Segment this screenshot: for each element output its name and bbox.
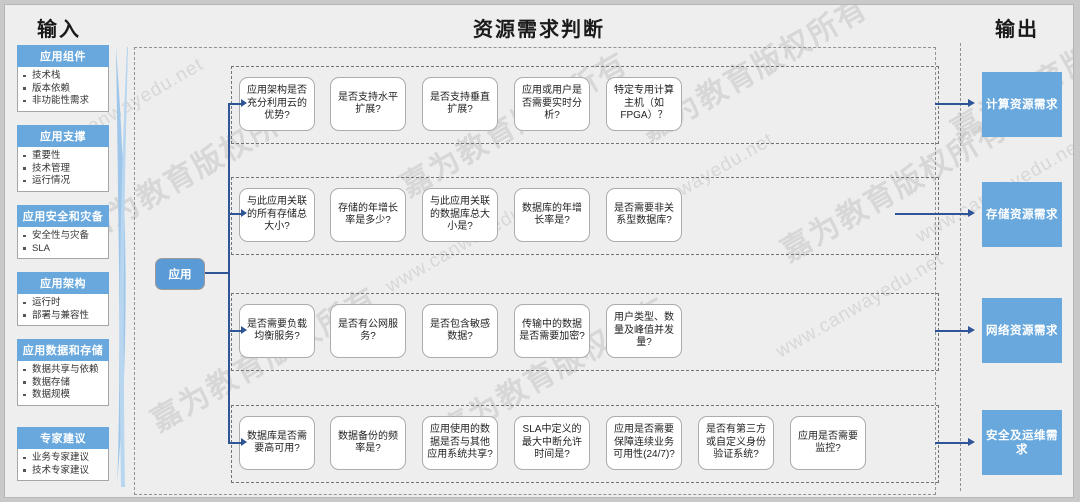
question-card[interactable]: 是否支持垂直扩展? bbox=[422, 77, 498, 131]
connector-branch-security bbox=[228, 442, 242, 444]
input-group-body: 数据共享与依赖 数据存储 数据规模 bbox=[17, 361, 109, 406]
input-group-title: 应用架构 bbox=[17, 272, 109, 294]
input-group-title: 应用组件 bbox=[17, 45, 109, 67]
input-group-5[interactable]: 专家建议 业务专家建议 技术专家建议 bbox=[17, 427, 109, 481]
list-item: 运行时 bbox=[21, 297, 106, 309]
input-column: 应用组件 技术栈 版本依赖 非功能性需求 应用支撑 重要性 技术管理 运行情况 … bbox=[13, 41, 113, 493]
question-card[interactable]: 数据库的年增长率是? bbox=[514, 188, 590, 242]
connector-spine bbox=[228, 103, 230, 443]
page-title-input: 输入 bbox=[37, 19, 81, 41]
app-node[interactable]: 应用 bbox=[155, 258, 205, 290]
question-card[interactable]: 是否支持水平扩展? bbox=[330, 77, 406, 131]
input-group-2[interactable]: 应用安全和灾备 安全性与灾备 SLA bbox=[17, 205, 109, 259]
list-item: SLA bbox=[21, 243, 106, 255]
list-item: 业务专家建议 bbox=[21, 452, 106, 464]
input-group-4[interactable]: 应用数据和存储 数据共享与依赖 数据存储 数据规模 bbox=[17, 339, 109, 406]
question-card[interactable]: 应用或用户是否需要实时分析? bbox=[514, 77, 590, 131]
arrow-security-icon bbox=[241, 438, 247, 446]
output-box-label: 安全及运维需求 bbox=[986, 429, 1058, 456]
list-item: 数据共享与依赖 bbox=[21, 364, 106, 376]
output-box-label: 存储资源需求 bbox=[986, 208, 1058, 221]
arrow-output-network-icon bbox=[968, 326, 975, 334]
page-title-center: 资源需求判断 bbox=[473, 19, 605, 41]
list-item: 数据规模 bbox=[21, 389, 106, 401]
question-card[interactable]: 应用使用的数据是否与其他应用系统共享? bbox=[422, 416, 498, 470]
question-card[interactable]: 是否需要负载均衡服务? bbox=[239, 304, 315, 358]
row-group-network bbox=[231, 293, 939, 371]
arrow-output-storage-icon bbox=[968, 209, 975, 217]
arrow-output-security-icon bbox=[968, 438, 975, 446]
center-judgement-panel bbox=[134, 47, 936, 495]
output-box-label: 计算资源需求 bbox=[986, 98, 1058, 111]
question-card[interactable]: 传输中的数据是否需要加密? bbox=[514, 304, 590, 358]
question-card[interactable]: 应用架构是否充分利用云的优势? bbox=[239, 77, 315, 131]
output-connector-security bbox=[935, 442, 969, 444]
input-group-title: 应用数据和存储 bbox=[17, 339, 109, 361]
question-card[interactable]: 是否有第三方或自定义身份验证系统? bbox=[698, 416, 774, 470]
list-item: 技术栈 bbox=[21, 70, 106, 82]
app-node-label: 应用 bbox=[168, 269, 192, 281]
diagram-canvas: 嘉为教育版权所有 www.canwayedu.net 嘉为教育版权所有 www.… bbox=[4, 4, 1074, 498]
row-group-storage bbox=[231, 177, 939, 255]
input-group-title: 应用安全和灾备 bbox=[17, 205, 109, 227]
output-connector-storage bbox=[895, 213, 969, 215]
row-group-compute bbox=[231, 66, 939, 144]
list-item: 技术专家建议 bbox=[21, 465, 106, 477]
output-box-network[interactable]: 网络资源需求 bbox=[982, 298, 1062, 363]
question-card[interactable]: 是否需要非关系型数据库? bbox=[606, 188, 682, 242]
question-card[interactable]: 应用是否需要监控? bbox=[790, 416, 866, 470]
input-group-title: 专家建议 bbox=[17, 427, 109, 449]
output-column-divider bbox=[960, 43, 961, 491]
input-group-1[interactable]: 应用支撑 重要性 技术管理 运行情况 bbox=[17, 125, 109, 192]
question-card[interactable]: 数据库是否需要高可用? bbox=[239, 416, 315, 470]
question-card[interactable]: 特定专用计算主机（如FPGA）？ bbox=[606, 77, 682, 131]
list-item: 数据存储 bbox=[21, 377, 106, 389]
connector-branch-network bbox=[228, 330, 242, 332]
list-item: 非功能性需求 bbox=[21, 95, 106, 107]
output-column: 计算资源需求 存储资源需求 网络资源需求 安全及运维需求 bbox=[965, 41, 1073, 493]
row-group-security-ops bbox=[231, 405, 939, 483]
connector-trunk bbox=[203, 272, 229, 274]
question-card[interactable]: 用户类型、数量及峰值并发量? bbox=[606, 304, 682, 358]
list-item: 版本依赖 bbox=[21, 83, 106, 95]
arrow-output-compute-icon bbox=[968, 99, 975, 107]
output-box-security[interactable]: 安全及运维需求 bbox=[982, 410, 1062, 475]
output-box-compute[interactable]: 计算资源需求 bbox=[982, 72, 1062, 137]
list-item: 技术管理 bbox=[21, 163, 106, 175]
output-connector-network bbox=[935, 330, 969, 332]
arrow-compute-icon bbox=[241, 99, 247, 107]
input-group-body: 业务专家建议 技术专家建议 bbox=[17, 449, 109, 481]
question-card[interactable]: 与此应用关联的所有存储总大小? bbox=[239, 188, 315, 242]
input-group-body: 运行时 部署与兼容性 bbox=[17, 294, 109, 326]
input-group-3[interactable]: 应用架构 运行时 部署与兼容性 bbox=[17, 272, 109, 326]
output-box-label: 网络资源需求 bbox=[986, 324, 1058, 337]
input-group-0[interactable]: 应用组件 技术栈 版本依赖 非功能性需求 bbox=[17, 45, 109, 112]
arrow-storage-icon bbox=[241, 209, 247, 217]
question-card[interactable]: SLA中定义的最大中断允许时间是? bbox=[514, 416, 590, 470]
output-connector-compute bbox=[935, 103, 969, 105]
input-group-body: 安全性与灾备 SLA bbox=[17, 227, 109, 259]
question-card[interactable]: 是否有公网服务? bbox=[330, 304, 406, 358]
input-group-body: 技术栈 版本依赖 非功能性需求 bbox=[17, 67, 109, 112]
output-box-storage[interactable]: 存储资源需求 bbox=[982, 182, 1062, 247]
input-group-title: 应用支撑 bbox=[17, 125, 109, 147]
question-card[interactable]: 数据备份的频率是? bbox=[330, 416, 406, 470]
page-title-output: 输出 bbox=[995, 19, 1039, 41]
question-card[interactable]: 应用是否需要保障连续业务可用性(24/7)? bbox=[606, 416, 682, 470]
list-item: 重要性 bbox=[21, 150, 106, 162]
lens-divider-shape bbox=[116, 47, 128, 487]
list-item: 安全性与灾备 bbox=[21, 230, 106, 242]
connector-branch-compute bbox=[228, 103, 242, 105]
list-item: 部署与兼容性 bbox=[21, 310, 106, 322]
question-card[interactable]: 存储的年增长率是多少? bbox=[330, 188, 406, 242]
question-card[interactable]: 与此应用关联的数据库总大小是? bbox=[422, 188, 498, 242]
question-card[interactable]: 是否包含敏感数据? bbox=[422, 304, 498, 358]
arrow-network-icon bbox=[241, 326, 247, 334]
input-group-body: 重要性 技术管理 运行情况 bbox=[17, 147, 109, 192]
connector-branch-storage bbox=[228, 213, 242, 215]
list-item: 运行情况 bbox=[21, 175, 106, 187]
